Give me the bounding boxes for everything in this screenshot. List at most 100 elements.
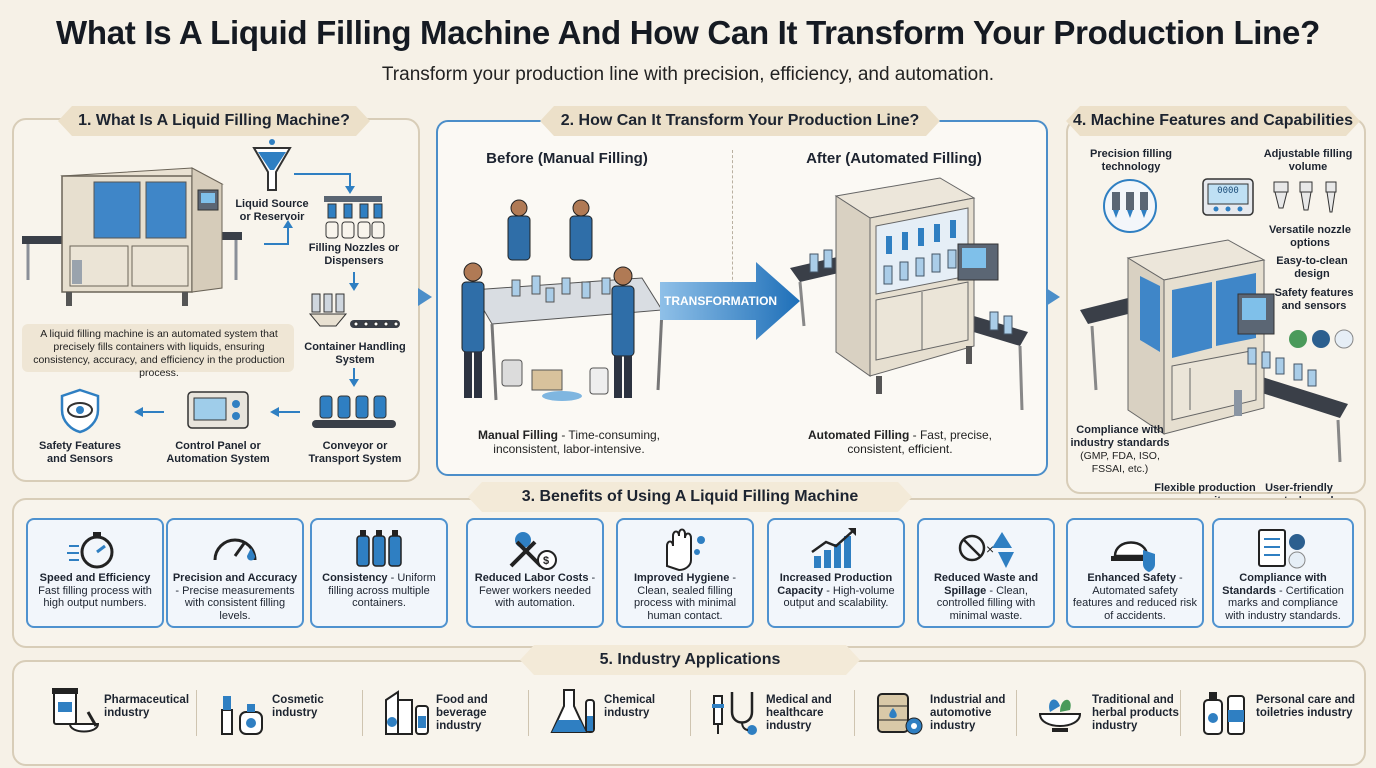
benefit-card-text: Improved Hygiene - Clean, sealed filling…: [622, 572, 748, 622]
feature-safety-label: Safety features and sensors: [1274, 287, 1354, 312]
checklist-icon: [1258, 529, 1306, 569]
industry-app-item: Traditional and herbal products industry: [1034, 684, 1194, 744]
benefit-card-text: Compliance with Standards - Certificatio…: [1218, 572, 1348, 622]
benefit-card-description: - Precise measurements with consistent f…: [175, 584, 295, 622]
feature-compliance-list: (GMP, FDA, ISO, FSSAI, etc.): [1080, 450, 1160, 475]
toiletries-icon: [1203, 692, 1245, 735]
benefit-card-text: Consistency - Uniform filling across mul…: [316, 572, 442, 610]
benefit-card-description: - High-volume output and scalability.: [783, 584, 895, 610]
flow-arrow: [294, 173, 355, 194]
feature-precision-label: Precision filling technology: [1090, 148, 1172, 173]
benefit-card-title: Enhanced Safety: [1087, 572, 1176, 584]
step-source-label: Liquid Source or Reservoir: [235, 198, 309, 223]
benefit-card-title: Improved Hygiene: [633, 572, 730, 584]
section5-panel: [12, 660, 1366, 766]
industry-separator: [1016, 690, 1017, 736]
feature-nozzle-label: Versatile nozzle options: [1269, 224, 1351, 249]
industry-app-label: Traditional and herbal products industry: [1092, 694, 1179, 732]
step-safety-label: Safety Features and Sensors: [39, 440, 121, 465]
industry-app-item: Industrial and automotive industry: [872, 684, 1032, 744]
benefit-card-title: Consistency: [322, 572, 388, 584]
growth-chart-icon: [811, 528, 856, 568]
benefit-card-title: Compliance with Standards: [1222, 572, 1327, 597]
section1-description: A liquid filling machine is an automated…: [33, 328, 285, 379]
industry-app-item: Pharmaceutical industry: [46, 684, 206, 744]
after-caption-text: - Fast, precise, consistent, efficient.: [847, 428, 992, 456]
industry-separator: [362, 690, 363, 736]
reservoir-funnel-icon: [252, 139, 292, 191]
benefit-card-text: Enhanced Safety - Automated safety featu…: [1072, 572, 1198, 622]
benefit-card-description: Fast filling process with high output nu…: [38, 584, 152, 610]
before-label: Before (Manual Filling): [486, 150, 648, 167]
recycle-icon: ×: [958, 532, 1014, 568]
transformation-label: TRANSFORMATION: [664, 294, 778, 308]
feature-compliance-label: Compliance with industry standards: [1070, 424, 1170, 449]
benefit-card: × Reduced Waste and Spillage - Clean, con…: [917, 518, 1055, 628]
automated-filling-illustration: [790, 177, 1028, 411]
oil-drum-icon: [877, 693, 923, 735]
industry-separator: [196, 690, 197, 736]
nozzles-icon: [324, 196, 385, 239]
benefit-card-description: - Uniform filling across multiple contai…: [328, 572, 436, 609]
section1-heading: 1. What Is A Liquid Filling Machine?: [58, 106, 370, 136]
benefit-card-text: Reduced Waste and Spillage - Clean, cont…: [923, 572, 1049, 622]
industry-separator: [1180, 690, 1181, 736]
safety-eye-shield-icon: [60, 388, 100, 434]
flow-arrow: [270, 407, 300, 417]
industry-app-item: Personal care and toiletries industry: [1198, 684, 1358, 744]
industry-app-label: Personal care and toiletries industry: [1256, 694, 1356, 719]
step-control-label: Control Panel or Automation System: [166, 440, 270, 465]
benefit-card-title: Reduced Labor Costs: [474, 572, 589, 584]
benefit-card: Enhanced Safety - Automated safety featu…: [1066, 518, 1204, 628]
industry-app-label: Cosmetic industry: [272, 694, 324, 719]
benefit-card-description: - Certification marks and compliance wit…: [1225, 584, 1344, 622]
after-label: After (Automated Filling): [806, 150, 982, 167]
benefit-card-title: Precision and Accuracy: [172, 572, 298, 584]
cosmetic-icon: [221, 696, 263, 735]
benefit-card-text: Precision and Accuracy - Precise measure…: [172, 572, 298, 622]
svg-text:×: ×: [986, 541, 994, 557]
filling-machine-illustration: [22, 167, 242, 306]
certification-badges: [1289, 329, 1354, 349]
industry-separator: [690, 690, 691, 736]
machine-feature-illustration: [1080, 239, 1348, 463]
benefit-card: Improved Hygiene - Clean, sealed filling…: [616, 518, 754, 628]
benefit-card-text: Reduced Labor Costs - Fewer workers need…: [472, 572, 598, 610]
transformation-arrow: [660, 262, 800, 340]
industry-separator: [528, 690, 529, 736]
section5-heading: 5. Industry Applications: [520, 645, 860, 675]
pharmacy-icon: [52, 688, 100, 733]
flask-icon: [550, 689, 595, 733]
hygiene-icon: [666, 528, 705, 572]
before-caption-text: - Time-consuming, inconsistent, labor-in…: [493, 428, 661, 456]
feature-clean-label: Easy-to-clean design: [1276, 255, 1348, 280]
flow-arrow: [264, 220, 293, 245]
industry-app-label: Food and beverage industry: [436, 694, 488, 732]
volume-display-icon: [1202, 178, 1254, 216]
benefit-card-description: - Clean, sealed filling process with min…: [633, 572, 737, 622]
benefit-card: Consistency - Uniform filling across mul…: [310, 518, 448, 628]
before-caption-bold: Manual Filling: [477, 428, 558, 442]
section2-heading: 2. How Can It Transform Your Production …: [540, 106, 940, 136]
industry-app-label: Chemical industry: [604, 694, 656, 719]
page-title: What Is A Liquid Filling Machine And How…: [56, 14, 1320, 51]
before-caption: Manual Filling - Time-consuming, inconsi…: [464, 428, 674, 456]
benefit-card: Precision and Accuracy - Precise measure…: [166, 518, 304, 628]
section4-heading: 4. Machine Features and Capabilities: [1066, 106, 1360, 136]
food-beverage-icon: [385, 690, 429, 735]
page-subtitle: Transform your production line with prec…: [381, 64, 995, 85]
step-conveyor-label: Conveyor or Transport System: [308, 440, 402, 465]
benefit-card-title: Reduced Waste and Spillage: [933, 572, 1039, 597]
benefit-card: Speed and Efficiency Fast filling proces…: [26, 518, 164, 628]
section1-description-box: [22, 324, 294, 372]
industry-app-label: Medical and healthcare industry: [766, 694, 832, 732]
benefit-card: $ Reduced Labor Costs - Fewer workers nee…: [466, 518, 604, 628]
section3-heading: 3. Benefits of Using A Liquid Filling Ma…: [468, 482, 912, 512]
svg-text:$: $: [543, 555, 549, 567]
feature-adjustable-label: Adjustable filling volume: [1263, 148, 1353, 173]
labor-cost-icon: $: [509, 532, 557, 570]
flow-arrow: [349, 368, 359, 387]
control-panel-icon: [187, 391, 249, 429]
nozzle-options-icon: [1273, 181, 1337, 213]
industry-app-label: Industrial and automotive industry: [930, 694, 1006, 732]
